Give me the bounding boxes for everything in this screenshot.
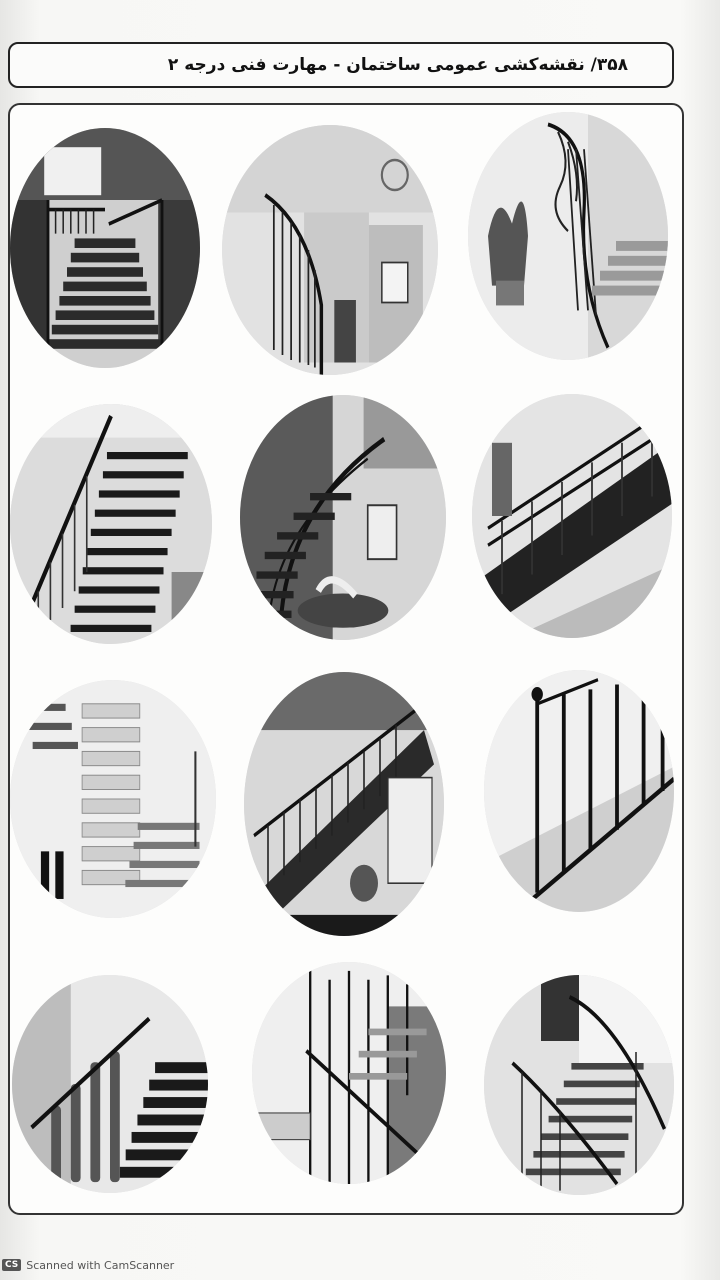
staircase-photo-3 (468, 112, 668, 360)
staircase-photo-7 (10, 680, 216, 918)
scanner-watermark: CS Scanned with CamScanner (2, 1256, 174, 1274)
staircase-photo-icon (244, 672, 444, 936)
staircase-photo-5 (240, 395, 446, 640)
staircase-photo-icon (12, 975, 208, 1193)
staircase-photo-icon (10, 128, 200, 368)
staircase-photo-6 (472, 394, 672, 638)
page-title: ۳۵۸/ نقشه‌کشی عمومی ساختمان - مهارت فنی … (167, 55, 628, 75)
staircase-photo-icon (222, 125, 438, 375)
staircase-photo-icon (484, 975, 674, 1195)
staircase-photo-icon (240, 395, 446, 640)
camscanner-logo: CS (2, 1259, 22, 1271)
staircase-photo-8 (244, 672, 444, 936)
staircase-photo-4 (10, 404, 212, 644)
staircase-photo-icon (10, 680, 216, 918)
page-header: ۳۵۸/ نقشه‌کشی عمومی ساختمان - مهارت فنی … (8, 42, 674, 88)
staircase-photo-9 (484, 670, 674, 912)
staircase-photo-icon (472, 394, 672, 638)
staircase-photo-11 (252, 962, 446, 1184)
staircase-photo-icon (468, 112, 668, 360)
watermark-text: Scanned with CamScanner (26, 1258, 175, 1272)
staircase-photo-10 (12, 975, 208, 1193)
staircase-photo-12 (484, 975, 674, 1195)
staircase-photo-icon (10, 404, 212, 644)
staircase-photo-icon (252, 962, 446, 1184)
staircase-photo-2 (222, 125, 438, 375)
staircase-photo-icon (484, 670, 674, 912)
staircase-photo-1 (10, 128, 200, 368)
